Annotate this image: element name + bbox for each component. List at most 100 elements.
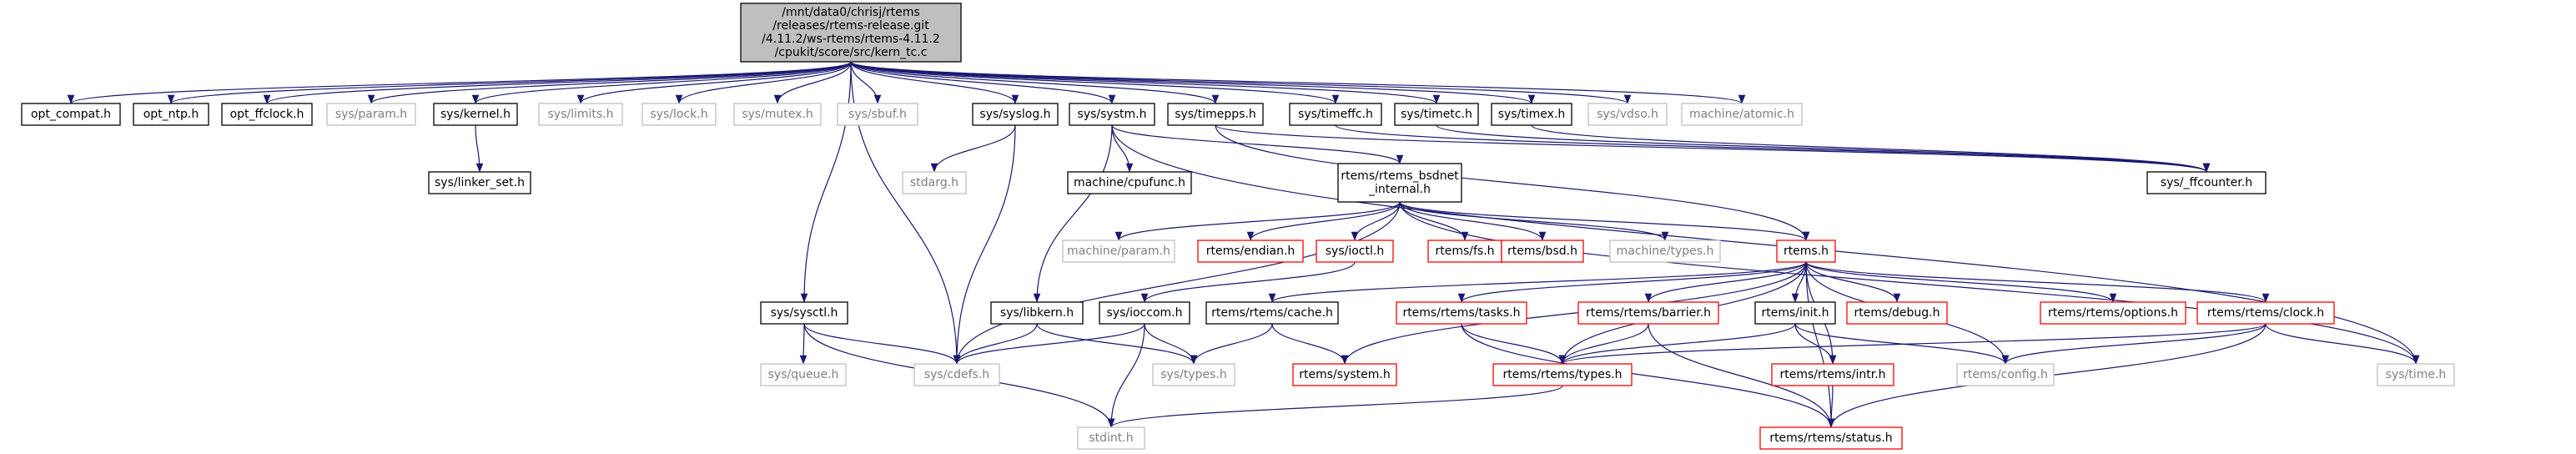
node-label: sys/timeffc.h	[1298, 108, 1373, 121]
node-label: sys/libkern.h	[1000, 306, 1074, 320]
node-opt-ntp[interactable]: opt_ntp.h	[133, 103, 209, 126]
node-box	[1316, 240, 1394, 263]
node-label: sys/linker_set.h	[435, 176, 525, 189]
node-rtems-system[interactable]: rtems/system.h	[1292, 363, 1397, 386]
edge-rtems_h-to-rtems_rtems_tasks	[1457, 261, 1807, 303]
node-sys-timeffc[interactable]: sys/timeffc.h	[1289, 103, 1382, 126]
node-sys-sbuf: sys/sbuf.h	[837, 103, 918, 126]
node-label: sys/cdefs.h	[924, 368, 989, 381]
node-box	[428, 171, 531, 194]
node-box	[1067, 171, 1192, 194]
node-box	[21, 103, 121, 126]
node-label: stdarg.h	[910, 176, 958, 189]
node-box	[2196, 301, 2335, 325]
node-box	[1077, 426, 1145, 450]
node-rtems-rtems-intr[interactable]: rtems/rtems/intr.h	[1771, 363, 1894, 386]
edge-sys_timetc-to-sys_ffcounter	[1436, 124, 2210, 173]
edge-sys_ioctl-to-sys_ioccom	[1140, 261, 1356, 303]
edge-rtems_rtems_cache-to-sys_types	[1190, 323, 1273, 365]
edge-sys_ioccom-to-stdint	[1107, 323, 1145, 428]
edge-root-to-sys_vdso	[850, 61, 1631, 104]
edge-sys_libkern-to-sys_types	[1036, 323, 1198, 365]
node-sys-ioccom[interactable]: sys/ioccom.h	[1099, 301, 1190, 325]
node-sys-param: sys/param.h	[326, 103, 416, 126]
node-sys-ioctl[interactable]: sys/ioctl.h	[1316, 240, 1394, 263]
node-label: rtems.h	[1784, 245, 1829, 258]
node-box	[2377, 363, 2455, 386]
node-box	[1609, 240, 1721, 263]
node-box	[1396, 301, 1527, 325]
node-label: rtems/rtems/clock.h	[2207, 306, 2324, 320]
edge-rtems_bsdnet_internal-to-rtems_h	[1399, 201, 1810, 241]
node-rtems-fs[interactable]: rtems/fs.h	[1427, 240, 1502, 263]
edge-rtems_bsdnet_internal-to-machine_types	[1399, 201, 1669, 241]
node-label: machine/atomic.h	[1689, 108, 1794, 121]
node-label: sys/mutex.h	[742, 108, 813, 121]
node-rtems-rtems-barrier[interactable]: rtems/rtems/barrier.h	[1577, 301, 1719, 325]
nodes-layer: /mnt/data0/chrisj/rtems/releases/rtems-r…	[21, 3, 2455, 450]
node-label: /cpukit/score/src/kern_tc.c	[775, 46, 928, 59]
node-label: rtems/rtems/barrier.h	[1586, 306, 1711, 320]
node-root[interactable]: /mnt/data0/chrisj/rtems/releases/rtems-r…	[740, 3, 962, 63]
edge-sys_systm-to-rtems_bsdnet_internal	[1111, 124, 1404, 164]
node-box	[1062, 240, 1175, 263]
node-sys-kernel[interactable]: sys/kernel.h	[433, 103, 518, 126]
node-label: sys/syslog.h	[979, 108, 1050, 121]
node-rtems-bsdnet-internal[interactable]: rtems/rtems_bsdnet_internal.h	[1337, 163, 1462, 203]
node-label: sys/timetc.h	[1401, 108, 1472, 121]
node-rtems-rtems-types[interactable]: rtems/rtems/types.h	[1492, 363, 1633, 386]
edge-rtems_init-to-rtems_rtems_types	[1558, 323, 1796, 365]
edge-root-to-sys_syslog	[850, 61, 1019, 104]
node-label: rtems/rtems/intr.h	[1779, 368, 1885, 381]
edge-rtems_bsdnet_internal-to-sys_cdefs	[953, 201, 1401, 365]
node-rtems-rtems-options[interactable]: rtems/rtems/options.h	[2040, 301, 2186, 325]
node-label: sys/param.h	[335, 108, 407, 121]
node-rtems-endian[interactable]: rtems/endian.h	[1197, 240, 1304, 263]
node-box	[1069, 103, 1155, 126]
node-label: /releases/rtems-release.git	[772, 19, 929, 33]
edge-root-to-sys_mutex	[773, 61, 852, 104]
node-sys-ffcounter[interactable]: sys/_ffcounter.h	[2146, 171, 2267, 194]
node-sys-timetc[interactable]: sys/timetc.h	[1394, 103, 1479, 126]
node-rtems-rtems-tasks[interactable]: rtems/rtems/tasks.h	[1396, 301, 1527, 325]
node-opt-compat[interactable]: opt_compat.h	[21, 103, 121, 126]
node-box	[1492, 363, 1633, 386]
edge-root-to-sys_timepps	[850, 61, 1220, 104]
node-sys-timepps[interactable]: sys/timepps.h	[1167, 103, 1264, 126]
edge-sys_timeffc-to-sys_ffcounter	[1335, 124, 2210, 173]
node-rtems-rtems-cache[interactable]: rtems/rtems/cache.h	[1205, 301, 1339, 325]
edge-rtems_bsdnet_internal-to-rtems_fs	[1399, 201, 1469, 241]
node-sys-linker-set[interactable]: sys/linker_set.h	[428, 171, 531, 194]
node-machine-cpufunc[interactable]: machine/cpufunc.h	[1067, 171, 1192, 194]
edge-rtems_rtems_intr-to-rtems_rtems_status	[1827, 385, 1835, 428]
node-sys-timex[interactable]: sys/timex.h	[1491, 103, 1572, 126]
node-machine-types: machine/types.h	[1609, 240, 1721, 263]
node-rtems-rtems-status[interactable]: rtems/rtems/status.h	[1759, 426, 1903, 450]
node-rtems-rtems-clock[interactable]: rtems/rtems/clock.h	[2196, 301, 2335, 325]
node-sys-libkern[interactable]: sys/libkern.h	[990, 301, 1084, 325]
node-label: sys/ioctl.h	[1326, 245, 1384, 258]
node-sys-syslog[interactable]: sys/syslog.h	[972, 103, 1059, 126]
node-box	[1681, 103, 1803, 126]
edge-root-to-opt_compat	[68, 61, 852, 104]
node-rtems-init[interactable]: rtems/init.h	[1754, 301, 1836, 325]
node-rtems-bsd[interactable]: rtems/bsd.h	[1501, 240, 1584, 263]
node-sys-sysctl[interactable]: sys/sysctl.h	[760, 301, 848, 325]
edge-sys_timex-to-sys_ffcounter	[1531, 124, 2211, 173]
edge-root-to-sys_sysctl	[800, 61, 852, 303]
edge-rtems_bsdnet_internal-to-machine_param	[1114, 201, 1401, 241]
node-label: sys/vdso.h	[1597, 108, 1658, 121]
node-rtems-h[interactable]: rtems.h	[1776, 240, 1836, 263]
node-label: /mnt/data0/chrisj/rtems	[782, 6, 920, 19]
edge-root-to-sys_limits	[576, 61, 852, 104]
node-opt-ffclock[interactable]: opt_ffclock.h	[221, 103, 313, 126]
node-label: sys/timex.h	[1498, 108, 1566, 121]
node-label: rtems/bsd.h	[1507, 245, 1577, 258]
edge-rtems_rtems_clock-to-rtems_config	[2001, 323, 2267, 365]
node-box	[1289, 103, 1382, 126]
edge-sys_timepps-to-rtems_h	[1215, 124, 1810, 241]
edge-sys_timepps-to-sys_ffcounter	[1215, 124, 2210, 173]
node-sys-systm[interactable]: sys/systm.h	[1069, 103, 1155, 126]
node-rtems-debug[interactable]: rtems/debug.h	[1846, 301, 1948, 325]
